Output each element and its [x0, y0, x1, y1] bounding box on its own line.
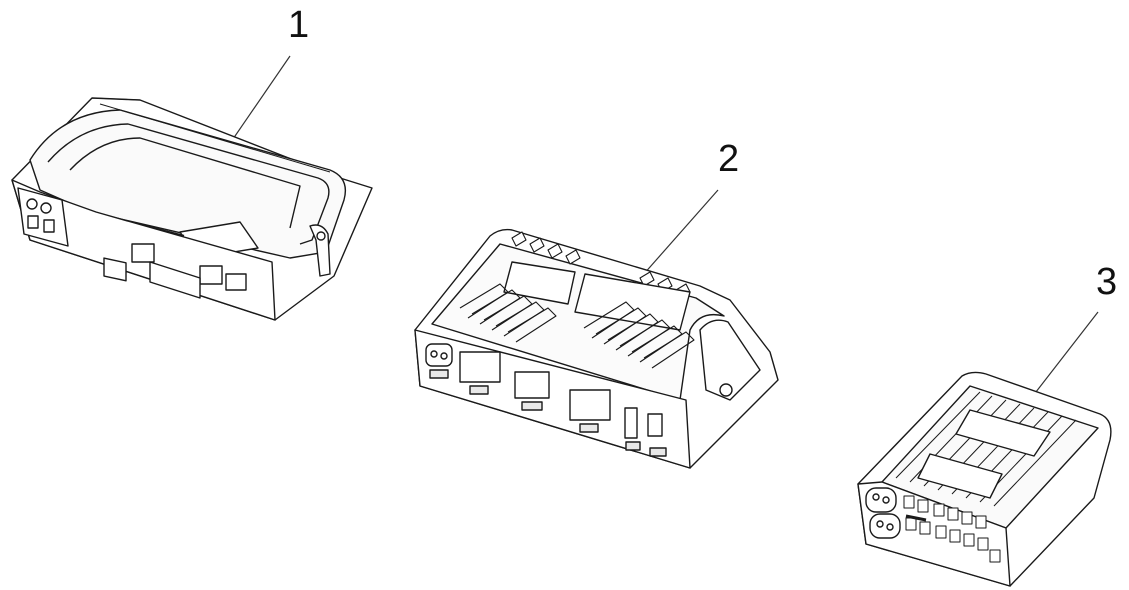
- callout-number-2: 2: [718, 138, 740, 180]
- callout-number-3: 3: [1096, 261, 1118, 303]
- component-module-2: [414, 228, 779, 469]
- callout-number-1: 1: [288, 4, 310, 46]
- component-module-3: [857, 371, 1112, 587]
- component-module-1: [11, 97, 373, 321]
